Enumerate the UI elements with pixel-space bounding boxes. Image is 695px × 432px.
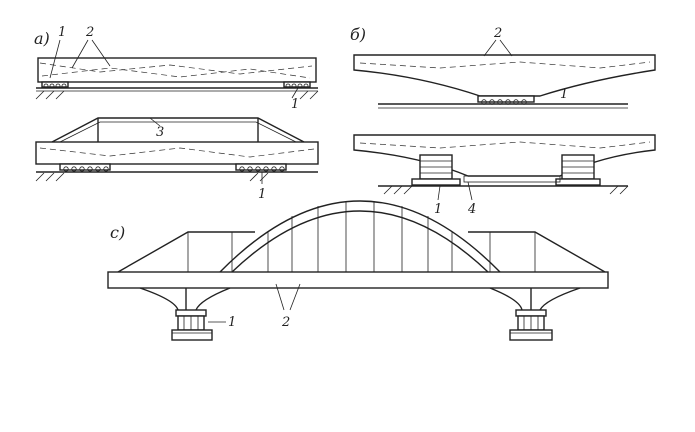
panel-a-bottom-rollers-right [235,163,287,172]
panel-a-callout-2: 2 [85,25,94,40]
panel-a-bottom-rollers-left [59,163,111,172]
panel-a-callout-3: 3 [156,125,164,140]
panel-c-left-pier [139,287,231,341]
panel-b: б) 2 1 [350,25,656,217]
panel-a-top-rollers-right [283,81,311,89]
panel-a-top-girder [37,57,317,83]
panel-c-callout-2: 2 [281,315,290,330]
panel-c-callout-1: 1 [228,315,236,330]
panel-a-top-span: 1 2 1 [35,25,319,112]
panel-b-label: б) [350,25,366,44]
panel-b-right-support [555,154,601,186]
panel-a-callout-1-right: 1 [291,97,299,112]
panel-c-deck [107,271,609,289]
panel-c-right-pier [489,287,581,341]
panel-b-callout-2: 2 [493,26,502,41]
panel-b-callout-1-bottom: 1 [434,202,442,217]
panel-b-bottom-hatching [383,185,629,195]
panel-c-arch [219,200,501,273]
panel-c-left-truss [117,231,255,273]
panel-a-bottom-hatching [35,172,269,182]
panel-a-bottom-span: 3 1 [35,117,319,202]
panel-b-top-girder [353,54,656,97]
panel-a-callout-1-bottom: 1 [258,187,266,202]
panel-a-top-hatching [35,90,319,100]
panel-a-bottom-girder [35,141,319,165]
panel-c-label: с) [110,223,125,242]
panel-b-top-span: 2 1 [353,26,656,109]
panel-a: a) 1 [34,25,319,202]
panel-a-top-rollers-left [41,81,69,89]
panel-b-callout-4: 4 [467,202,476,217]
panel-b-callout-1-top: 1 [560,87,568,102]
panel-c-right-truss [468,231,606,273]
panel-c: с) [107,200,609,341]
panel-b-bottom-span: 1 4 [353,134,656,217]
panel-b-beam-4 [463,175,561,183]
panel-a-callout-1-left: 1 [58,25,66,40]
panel-b-left-support [411,154,461,186]
panel-c-hangers [267,201,453,272]
panel-b-top-rollers [477,95,535,105]
panel-b-bottom-girder [353,134,656,177]
panel-a-truss [51,117,305,143]
panel-a-label: a) [34,29,50,48]
